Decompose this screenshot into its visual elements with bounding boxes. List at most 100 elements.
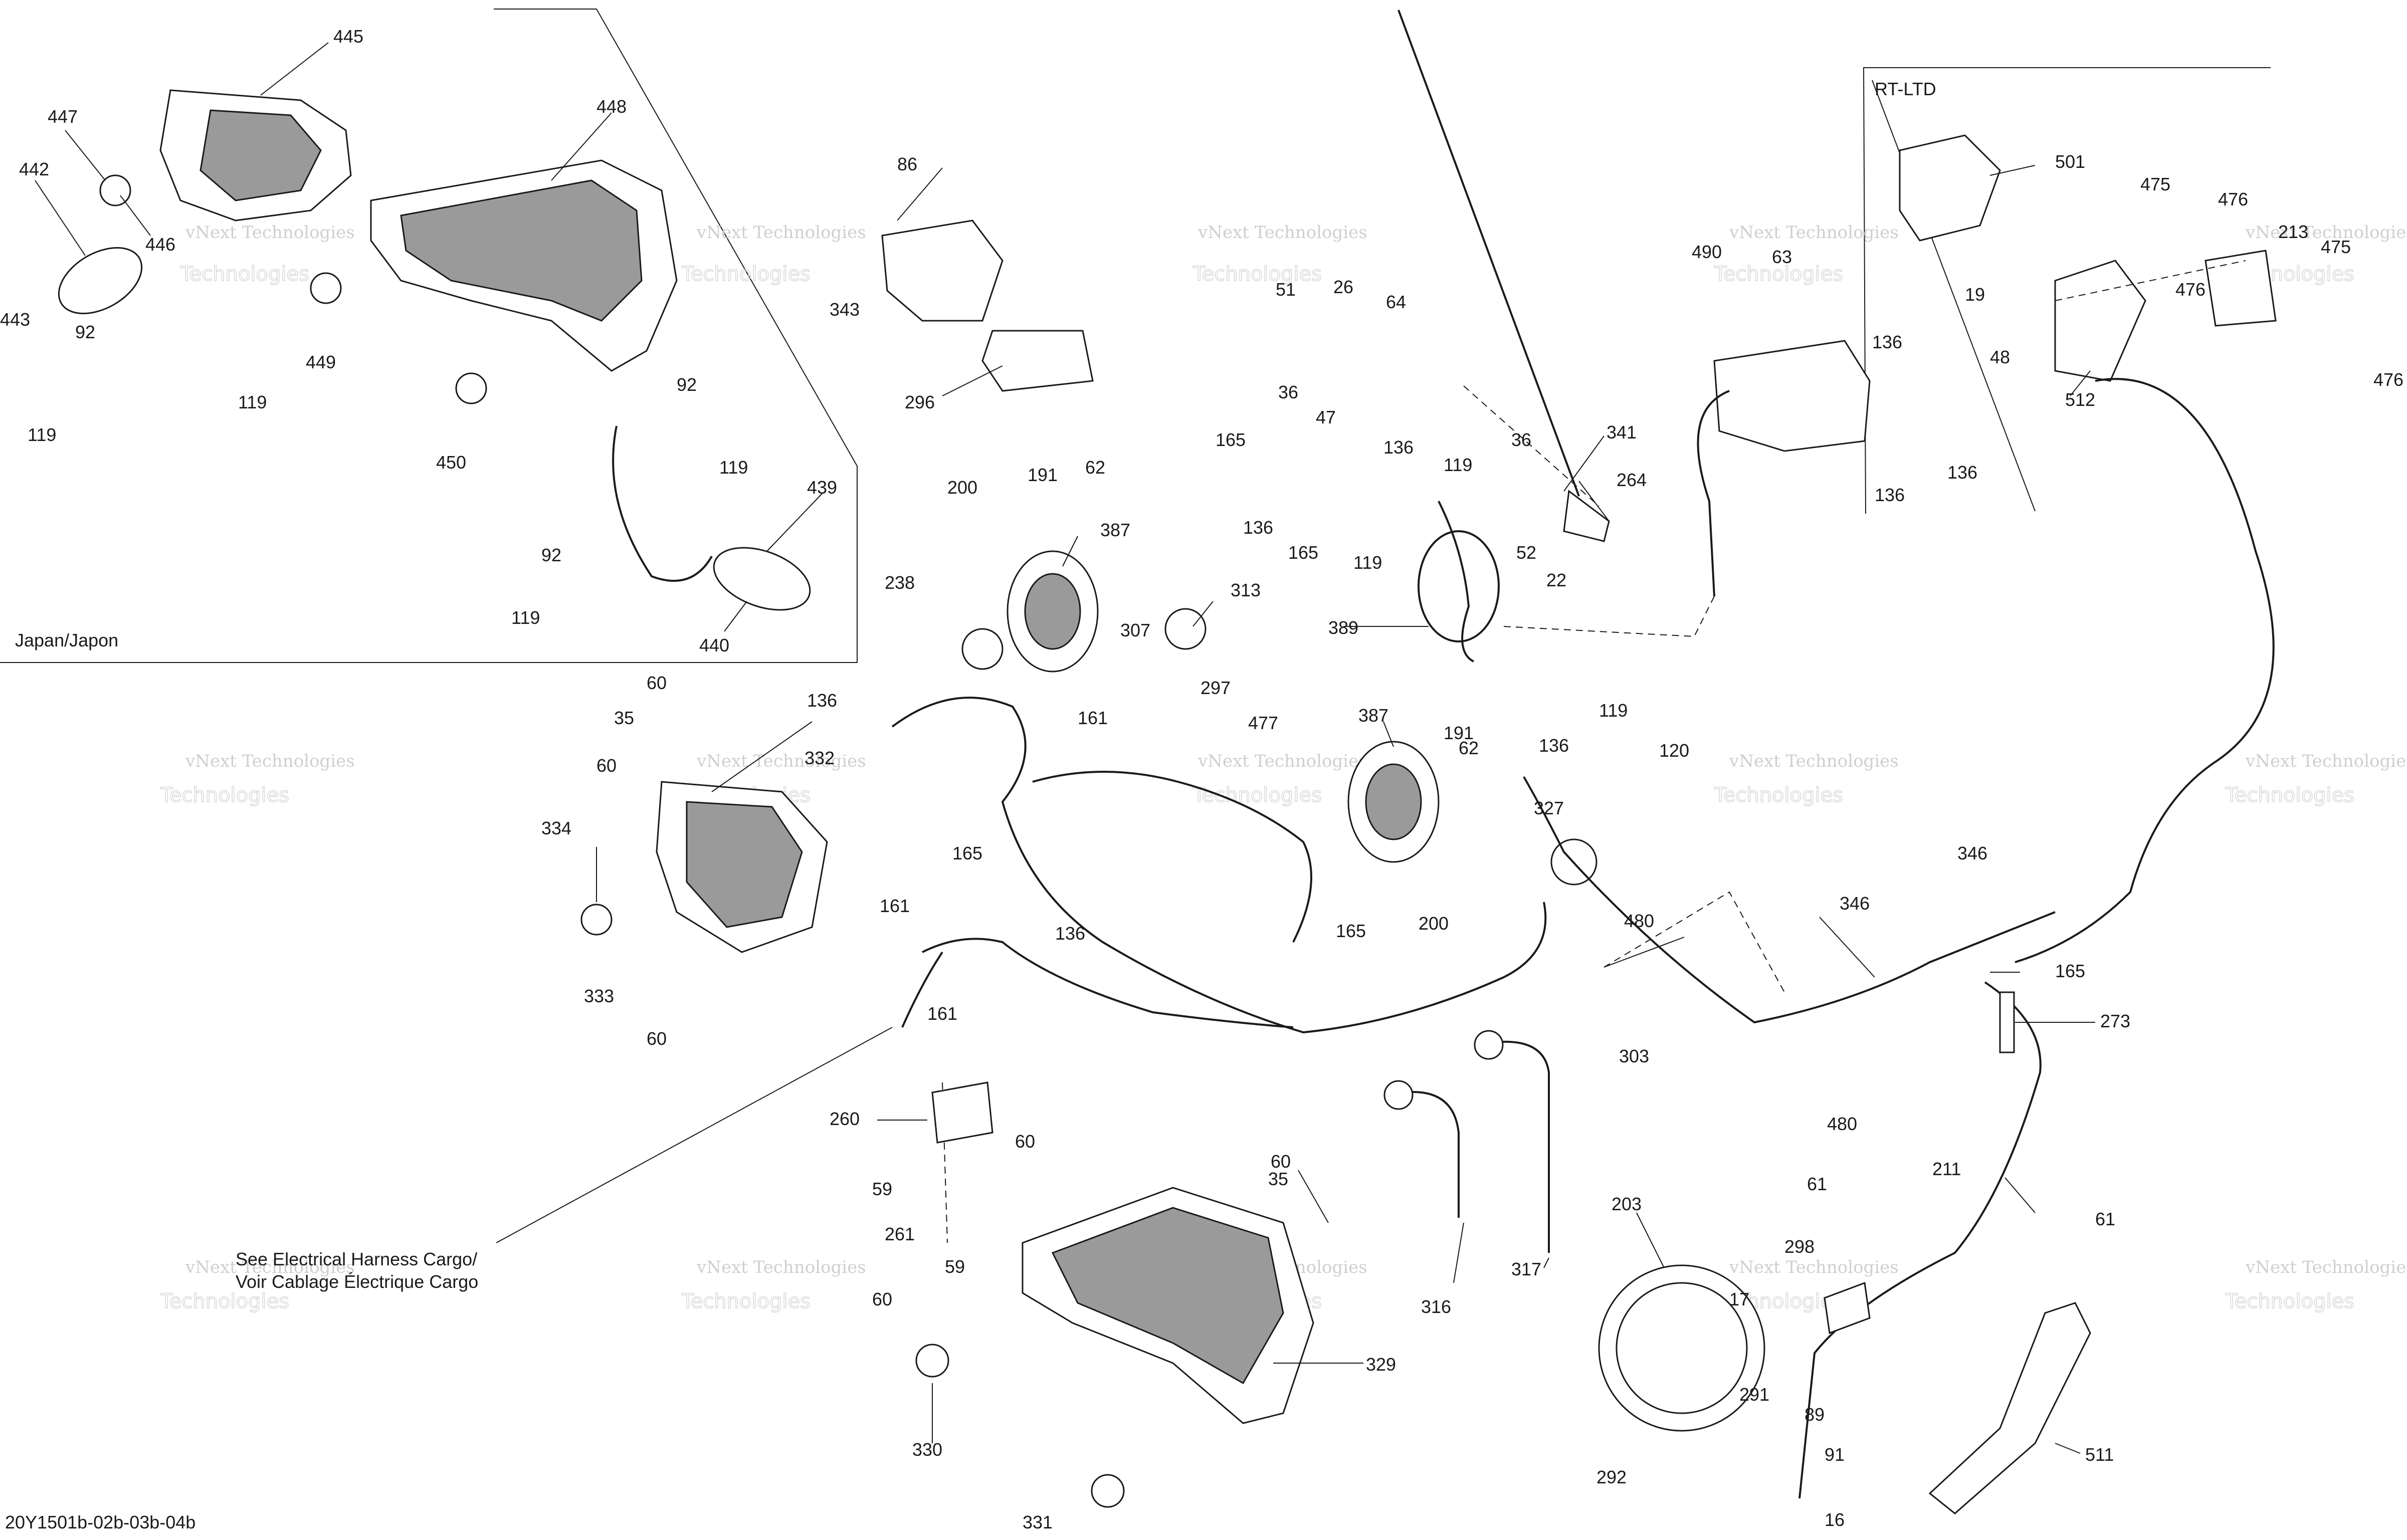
bulb-334	[580, 904, 613, 936]
harness-loop-389	[1418, 530, 1500, 642]
part-callout: 475	[2321, 237, 2351, 257]
part-callout: 330	[912, 1439, 942, 1460]
part-callout: 136	[1875, 485, 1905, 505]
part-callout: 447	[48, 106, 78, 127]
part-callout: 327	[1534, 798, 1564, 818]
speaker-cone-lower	[1365, 763, 1422, 840]
part-callout: 476	[2373, 369, 2403, 390]
watermark-text: Technologies	[681, 1290, 811, 1313]
watermark-text: Technologies	[1192, 784, 1322, 807]
part-callout: 60	[647, 673, 667, 693]
dashed-link-1	[1463, 385, 1599, 507]
part-callout: 317	[1511, 1259, 1541, 1279]
front-signal-lens	[686, 801, 803, 928]
watermark-text: vNext Technologies	[1729, 223, 1899, 243]
part-callout: 52	[1516, 542, 1536, 563]
part-callout: 35	[614, 708, 634, 728]
part-callout: 445	[333, 26, 363, 47]
part-callout: 136	[807, 690, 837, 711]
part-callout: 343	[830, 299, 860, 320]
part-callout: 490	[1692, 242, 1722, 262]
part-callout: 307	[1120, 620, 1150, 640]
part-callout: 448	[596, 96, 627, 117]
leader-lines	[35, 42, 2095, 1454]
bulb-331	[1091, 1474, 1125, 1508]
part-callout: 191	[1444, 723, 1474, 743]
part-callout: 119	[238, 392, 267, 412]
bracket-343	[881, 219, 1004, 322]
part-callout: 313	[1231, 580, 1261, 600]
watermark-text: vNext Technologies	[2245, 1257, 2407, 1277]
part-callout: 261	[885, 1224, 915, 1244]
part-callout: 476	[2218, 189, 2248, 209]
part-callout: 136	[1243, 517, 1273, 538]
part-callout: 119	[1353, 552, 1382, 573]
japan-region-label: Japan/Japon	[15, 630, 118, 650]
reference-code: 20Y1501b-02b-03b-04b	[5, 1512, 195, 1532]
part-callout: 119	[28, 424, 56, 445]
part-callout: 22	[1546, 570, 1566, 590]
part-callout: 296	[905, 392, 935, 412]
part-callout: 91	[1825, 1444, 1845, 1465]
part-callout: 511	[2085, 1444, 2114, 1465]
part-callout: 136	[1539, 735, 1569, 756]
part-callout: 161	[927, 1003, 957, 1024]
part-callout: 512	[2065, 389, 2095, 410]
part-callout: 480	[1827, 1114, 1857, 1134]
bulb-449	[310, 272, 342, 304]
part-callout: 165	[952, 843, 982, 863]
watermark-text: Technologies	[681, 263, 811, 286]
watermark-text: vNext Technologies	[696, 751, 866, 771]
part-callout: 387	[1358, 705, 1388, 726]
part-callout: 165	[2055, 961, 2085, 981]
tail-light-329-lens	[1051, 1207, 1284, 1385]
part-callout: 346	[1957, 843, 1987, 863]
watermark-text: vNext Technologies	[185, 223, 355, 243]
tube-273	[1999, 991, 2015, 1053]
part-callout: 264	[1617, 470, 1647, 490]
part-callout: 389	[1328, 617, 1358, 638]
part-callout: 51	[1276, 279, 1296, 300]
holder-501	[1899, 134, 2001, 242]
part-callout: 165	[1336, 921, 1366, 941]
part-callout: 238	[885, 572, 915, 593]
japan-inset-frame	[0, 9, 858, 663]
watermark-text: vNext Technologies	[185, 1257, 355, 1277]
part-callout: 161	[1078, 708, 1108, 728]
part-callout: 346	[1840, 893, 1870, 914]
part-callout: 332	[805, 748, 835, 768]
antenna	[1397, 10, 1580, 497]
part-callout: 161	[880, 896, 910, 916]
part-callout: 60	[872, 1289, 892, 1309]
watermark-text: Technologies	[160, 784, 289, 807]
part-callout: 213	[2278, 222, 2308, 242]
part-callout: 273	[2100, 1011, 2130, 1031]
part-callout: 211	[1932, 1159, 1961, 1179]
harness-note-line1: See Electrical Harness Cargo/	[236, 1249, 477, 1269]
part-callout: 60	[647, 1028, 667, 1049]
part-callout: 119	[1444, 455, 1472, 475]
part-callout: 120	[1659, 740, 1689, 761]
watermark-text: Technologies	[2225, 1290, 2354, 1313]
main-harness	[891, 697, 1547, 1034]
cable-guide-511	[1928, 1302, 2091, 1514]
tail-light-lens	[400, 179, 643, 322]
bracket-298	[1824, 1281, 1871, 1335]
part-callout: 260	[830, 1109, 860, 1129]
watermark-text: vNext Technologies	[1197, 223, 1367, 243]
part-callouts: 445 447 442 446 443 92 119 119 448 449 4…	[0, 26, 2403, 1532]
part-callout: 60	[1271, 1151, 1291, 1172]
part-callout: 333	[584, 986, 614, 1006]
part-callout: 165	[1288, 542, 1318, 563]
module-wire	[1697, 390, 1730, 597]
part-callout: 387	[1100, 520, 1130, 540]
harness-branch-3	[901, 951, 943, 1028]
bulb-330	[915, 1344, 949, 1378]
watermark-text: Technologies	[180, 263, 309, 286]
sensor-317	[1474, 1030, 1504, 1060]
part-callout: 136	[1872, 332, 1902, 352]
part-callout: 449	[306, 352, 336, 372]
part-callout: 64	[1386, 292, 1406, 312]
part-callout: 292	[1596, 1467, 1627, 1487]
part-callout: 48	[1990, 347, 2010, 367]
